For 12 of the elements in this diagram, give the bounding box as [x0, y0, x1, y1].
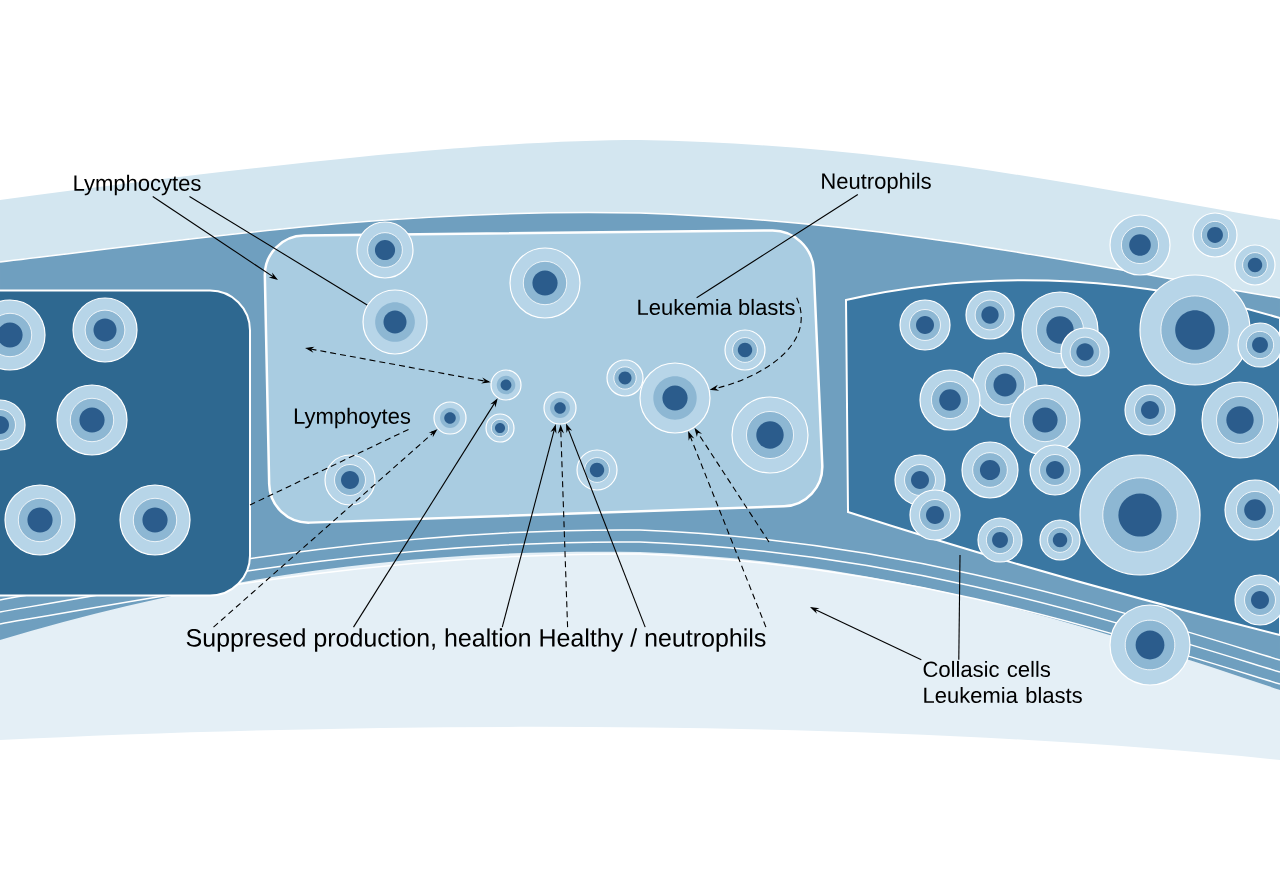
cell	[543, 391, 577, 425]
cell-label: Suppresed production, healtion Healthy / neutrophils	[186, 628, 766, 652]
cell	[490, 369, 522, 401]
cell-label: Neutrophils	[822, 172, 931, 194]
cell-label: Leukemia blasts	[638, 298, 795, 316]
cell-label: Lymphoytes	[294, 407, 411, 429]
cell	[362, 289, 428, 355]
cell-label: Collasic cells Leukemia blasts	[923, 660, 1082, 704]
leader-arrow	[152, 195, 278, 280]
cell-label: Lymphocytes	[74, 174, 201, 196]
cell	[639, 362, 711, 434]
cell	[433, 401, 467, 435]
